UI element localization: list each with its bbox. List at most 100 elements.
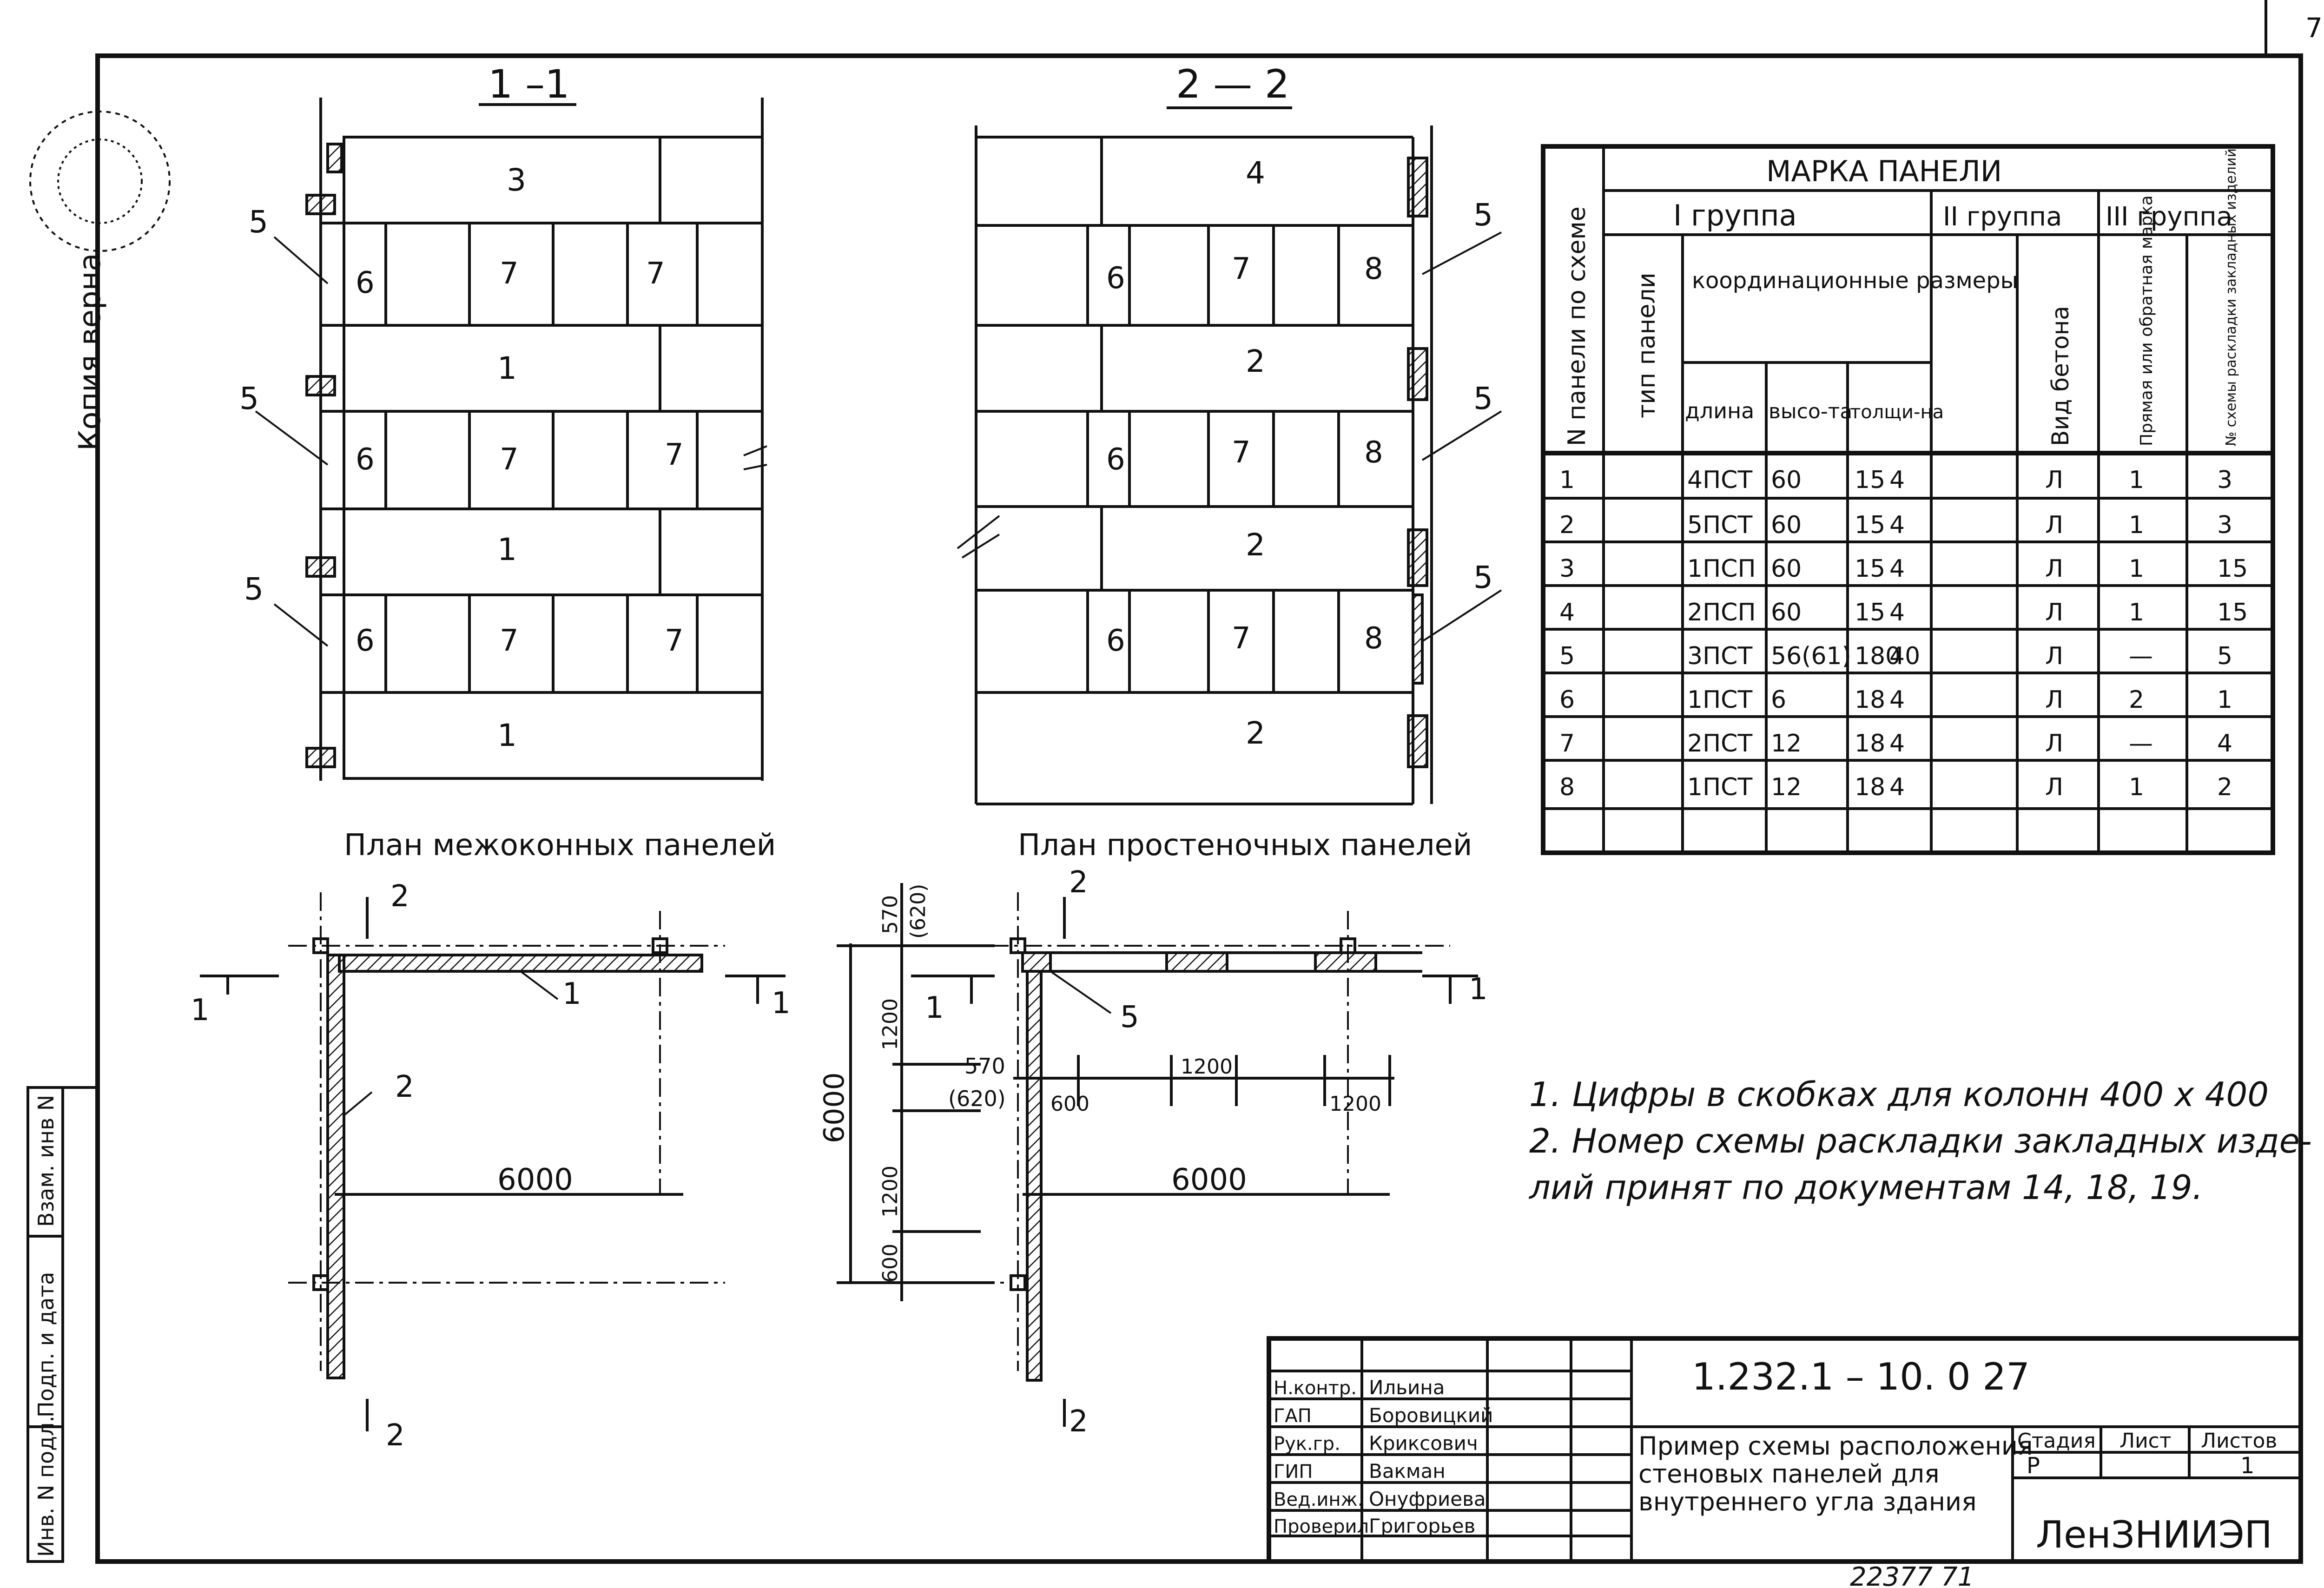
table-cell-n: 5 — [1559, 642, 1575, 670]
plan-left-section-1: 1 — [772, 986, 791, 1021]
signer-role: Н.контр. — [1274, 1377, 1357, 1399]
callout-5: 5 — [1473, 197, 1493, 233]
elevation-1-1 — [305, 98, 767, 781]
col-direct-header: Прямая или обратная марка — [2137, 195, 2156, 446]
table-cell-len: 60 — [1771, 511, 1802, 539]
table-cell-dir: 1 — [2129, 511, 2144, 539]
table-cell-len: 12 — [1771, 773, 1802, 801]
note-line-1: 1. Цифры в скобках для колонн 400 х 400 — [1529, 1075, 2269, 1114]
drawing-code: 1.232.1 – 10. 0 27 — [1692, 1355, 2030, 1398]
table-cell-dir: — — [2129, 642, 2153, 670]
table-cell-n: 3 — [1559, 555, 1575, 583]
table-cell-t: 4 — [1889, 599, 1905, 626]
table-cell-sch: 3 — [2217, 511, 2232, 539]
table-cell-len: 60 — [1771, 466, 1802, 494]
table-cell-n: 2 — [1559, 511, 1575, 539]
table-cell-h: 18 — [1855, 686, 1885, 714]
org-name: ЛенЗНИИЭП — [2036, 1513, 2272, 1556]
signer-role: Проверил — [1274, 1516, 1369, 1537]
col-thick-header: толщи-на — [1850, 402, 1944, 423]
table-cell-h: 18 — [1855, 730, 1885, 758]
plan-right-d620: (620) — [906, 884, 930, 939]
table-cell-conc: Л — [2045, 686, 2063, 714]
sheets-label: Листов — [2201, 1429, 2277, 1453]
left-block-label: 7 — [500, 257, 519, 291]
plan-right-d570: 570 — [878, 895, 902, 934]
plan-left-dim: 6000 — [497, 1163, 573, 1197]
stamp-col-2: Подп. и дата — [33, 1272, 59, 1417]
plan-left-label-1: 1 — [562, 977, 581, 1011]
table-cell-h: 15 — [1855, 555, 1885, 583]
note-line-3: лий принят по документам 14, 18, 19. — [1528, 1168, 2203, 1207]
table-cell-type: 5ПСТ — [1687, 511, 1752, 539]
stamp-col-1: Инв. N подл. — [33, 1416, 59, 1557]
signer-name: Онуфриева — [1369, 1488, 1486, 1510]
title-desc-2: стеновых панелей для — [1638, 1459, 1940, 1489]
callout-5: 5 — [1473, 560, 1493, 595]
table-cell-t: 4 — [1889, 555, 1905, 583]
right-row-label-4: 2 — [1246, 715, 1265, 751]
plan-right-d1200c: 1200 — [1181, 1055, 1233, 1079]
table-cell-conc: Л — [2045, 599, 2063, 626]
plan-interwindow — [200, 892, 786, 1431]
table-cell-h: 15 — [1855, 466, 1885, 494]
right-callouts — [1421, 231, 1502, 642]
table-group-3: III группа — [2106, 202, 2232, 232]
callout-5: 5 — [239, 381, 259, 416]
signer-name: Вакман — [1369, 1460, 1446, 1483]
table-title: МАРКА ПАНЕЛИ — [1766, 154, 2002, 188]
table-cell-dir: 1 — [2129, 599, 2144, 626]
callout-5: 5 — [249, 204, 268, 240]
title-desc-1: Пример схемы расположения — [1638, 1431, 2033, 1461]
table-cell-dir: — — [2129, 730, 2153, 758]
right-block-label: 8 — [1364, 435, 1383, 470]
table-cell-sch: 2 — [2217, 773, 2232, 801]
table-cell-t: 40 — [1889, 642, 1920, 670]
right-row-label-3: 2 — [1246, 527, 1265, 563]
right-block-label: 7 — [1232, 252, 1251, 286]
table-cell-sch: 4 — [2217, 730, 2232, 758]
col-n-header: N панели по схеме — [1563, 206, 1591, 446]
table-cell-conc: Л — [2045, 466, 2063, 494]
right-block-label: 7 — [1232, 621, 1251, 656]
table-cell-type: 1ПСП — [1687, 555, 1756, 583]
table-cell-conc: Л — [2045, 642, 2063, 670]
table-cell-t: 4 — [1889, 686, 1905, 714]
table-cell-len: 60 — [1771, 599, 1802, 626]
table-cell-dir: 1 — [2129, 555, 2144, 583]
left-row-label-2: 1 — [497, 350, 517, 386]
plan-left-section-2: 2 — [390, 879, 409, 914]
table-cell-n: 4 — [1559, 599, 1575, 626]
right-block-label: 6 — [1106, 624, 1125, 658]
plan-right-label-5: 5 — [1120, 1000, 1139, 1035]
plan-right-d620b: (620) — [948, 1086, 1006, 1111]
section-2-title: 2 — 2 — [1176, 61, 1289, 107]
right-block-label: 8 — [1364, 252, 1383, 286]
plan-right-d600b: 600 — [1050, 1092, 1089, 1116]
right-block-label: 6 — [1106, 261, 1125, 296]
page-number: 70 — [2305, 12, 2324, 44]
table-cell-t: 4 — [1889, 466, 1905, 494]
title-block — [1267, 1336, 2303, 1564]
table-cell-dir: 2 — [2129, 686, 2144, 714]
col-scheme-header: № схемы раскладки закладных изделий — [2223, 148, 2239, 446]
left-row-label-4: 1 — [497, 718, 517, 753]
stage-label: Стадия — [2017, 1429, 2096, 1453]
right-block-label: 6 — [1106, 442, 1125, 477]
col-coord-header: координационные размеры — [1692, 268, 2018, 294]
plan-right-d1200a: 1200 — [878, 998, 902, 1050]
signer-name: Григорьев — [1369, 1515, 1475, 1537]
stamp-col-3: Взам. инв N — [33, 1095, 59, 1227]
right-row-label-1: 4 — [1246, 155, 1265, 191]
table-cell-t: 4 — [1889, 511, 1905, 539]
left-callouts — [255, 236, 329, 647]
signer-role: ГАП — [1274, 1405, 1312, 1427]
plan-piers — [837, 883, 1478, 1427]
table-cell-n: 8 — [1559, 773, 1575, 801]
plan-right-section-2: 2 — [1069, 865, 1088, 900]
table-cell-len: 12 — [1771, 730, 1802, 758]
table-cell-h: 15 — [1855, 599, 1885, 626]
plan-left-section-1: 1 — [191, 993, 210, 1028]
